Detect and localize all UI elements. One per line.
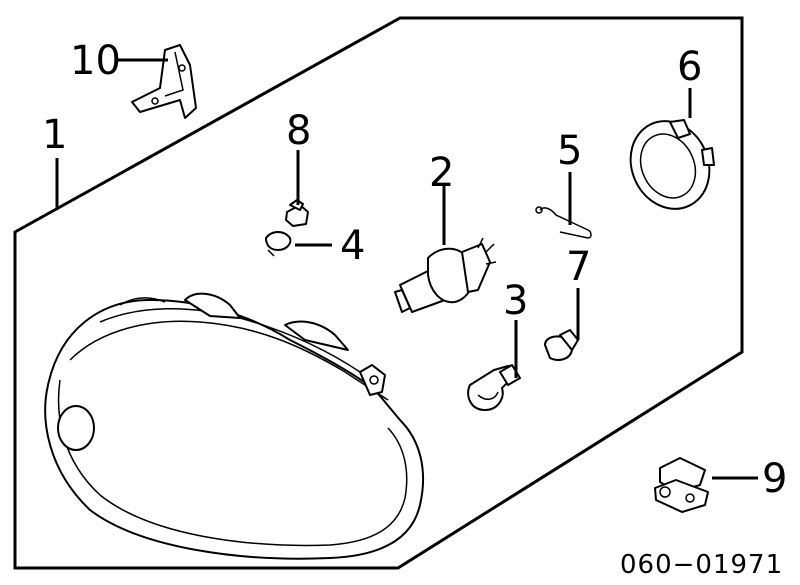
callout-6: 6	[677, 44, 702, 90]
mounting-bracket	[131, 44, 197, 119]
callout-9: 9	[762, 456, 787, 502]
callout-7: 7	[566, 244, 591, 290]
turn-bulb	[467, 364, 521, 411]
callout-5: 5	[557, 128, 582, 174]
callout-3: 3	[503, 278, 528, 324]
callout-8: 8	[286, 108, 311, 154]
connector-part	[654, 457, 709, 513]
callout-2: 2	[429, 150, 454, 196]
callout-1: 1	[42, 112, 67, 158]
small-bulb	[265, 231, 292, 257]
leader-lines	[55, 58, 758, 480]
headlamp-housing	[44, 292, 424, 560]
wire-part	[535, 206, 592, 239]
socket-part	[285, 199, 309, 227]
assembly-outline	[13, 16, 744, 570]
reference-code: 060−01971	[620, 550, 783, 580]
callout-10: 10	[70, 38, 121, 84]
headlamp-bulb	[394, 237, 497, 313]
bulb-socket	[544, 329, 579, 361]
retaining-ring	[629, 119, 715, 210]
callout-4: 4	[340, 223, 365, 269]
